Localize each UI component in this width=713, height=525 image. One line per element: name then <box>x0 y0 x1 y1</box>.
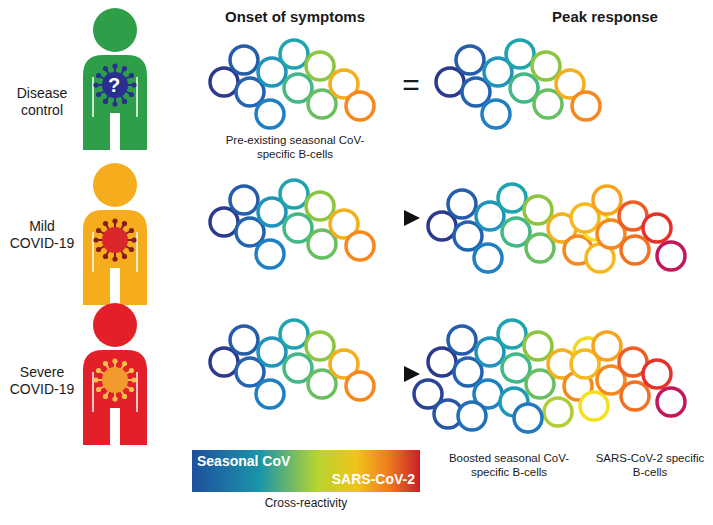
b-cell <box>456 46 484 74</box>
b-cell <box>544 398 572 426</box>
b-cell-clusters <box>210 40 685 432</box>
b-cell <box>308 90 336 118</box>
b-cell <box>280 180 308 208</box>
b-cell <box>572 92 600 120</box>
b-cell <box>643 214 671 242</box>
b-cell <box>534 90 562 118</box>
b-cell <box>448 190 476 218</box>
b-cell <box>524 196 552 224</box>
b-cell <box>346 92 374 120</box>
person-group: Severe COVID-19 <box>4 300 154 445</box>
b-cell <box>236 358 264 386</box>
b-cell <box>280 320 308 348</box>
person-figure <box>83 303 147 445</box>
group-label: Severe COVID-19 <box>4 364 80 398</box>
b-cell <box>593 186 621 214</box>
b-cell <box>621 236 649 264</box>
column-heading: Peak response <box>520 8 690 26</box>
cell-label: Boosted seasonal CoV-specific B-cells <box>436 452 582 480</box>
b-cell <box>230 326 258 354</box>
b-cell <box>230 46 258 74</box>
b-cell <box>256 380 284 408</box>
equals-sign: = <box>398 70 424 100</box>
arrow-symbol <box>404 210 420 226</box>
b-cell <box>506 40 534 68</box>
b-cell <box>657 242 685 270</box>
person-group: Disease control? <box>4 5 154 155</box>
b-cell <box>514 404 542 432</box>
b-cell <box>454 222 482 250</box>
band-caption: Cross-reactivity <box>192 496 420 510</box>
b-cell <box>346 372 374 400</box>
b-cell <box>462 78 490 106</box>
b-cell <box>621 382 649 410</box>
person-figure <box>83 163 147 305</box>
b-cell <box>526 234 554 262</box>
b-cell <box>498 184 526 212</box>
b-cell <box>236 78 264 106</box>
b-cell <box>306 52 334 80</box>
b-cell <box>306 332 334 360</box>
band-end-label: Seasonal CoV <box>197 453 290 470</box>
b-cell <box>482 100 510 128</box>
b-cell <box>306 192 334 220</box>
b-cell <box>210 348 238 376</box>
b-cell <box>346 232 374 260</box>
b-cell <box>308 370 336 398</box>
b-cell <box>524 332 552 360</box>
b-cell <box>210 208 238 236</box>
person-group: Mild COVID-19 <box>4 160 154 300</box>
column-heading: Onset of symptoms <box>200 8 390 26</box>
b-cell <box>236 218 264 246</box>
b-cell <box>532 52 560 80</box>
b-cell <box>458 402 486 430</box>
b-cell <box>657 388 685 416</box>
b-cell <box>580 392 608 420</box>
group-label: Disease control <box>4 85 80 119</box>
b-cell <box>428 212 456 240</box>
arrow-symbol <box>404 366 420 382</box>
b-cell <box>230 186 258 214</box>
b-cell <box>643 360 671 388</box>
b-cell <box>256 240 284 268</box>
b-cell <box>498 320 526 348</box>
group-label: Mild COVID-19 <box>4 218 80 252</box>
person-figures <box>83 8 147 445</box>
b-cell <box>280 40 308 68</box>
question-mark: ? <box>104 75 124 95</box>
b-cell <box>454 358 482 386</box>
b-cell <box>428 348 456 376</box>
person-figure <box>83 8 147 150</box>
gradient-band: Seasonal CoV SARS-CoV-2Cross-reactivity <box>192 450 420 518</box>
b-cell <box>474 244 502 272</box>
b-cell <box>436 68 464 96</box>
b-cell <box>526 370 554 398</box>
b-cell <box>308 230 336 258</box>
b-cell <box>256 100 284 128</box>
cell-label: Pre-existing seasonal CoV-specific B-cel… <box>210 134 380 162</box>
cell-label: SARS-CoV-2 specific B-cells <box>592 452 708 480</box>
b-cell <box>448 326 476 354</box>
b-cell <box>210 68 238 96</box>
b-cell <box>593 332 621 360</box>
band-end-label: SARS-CoV-2 <box>332 471 415 488</box>
